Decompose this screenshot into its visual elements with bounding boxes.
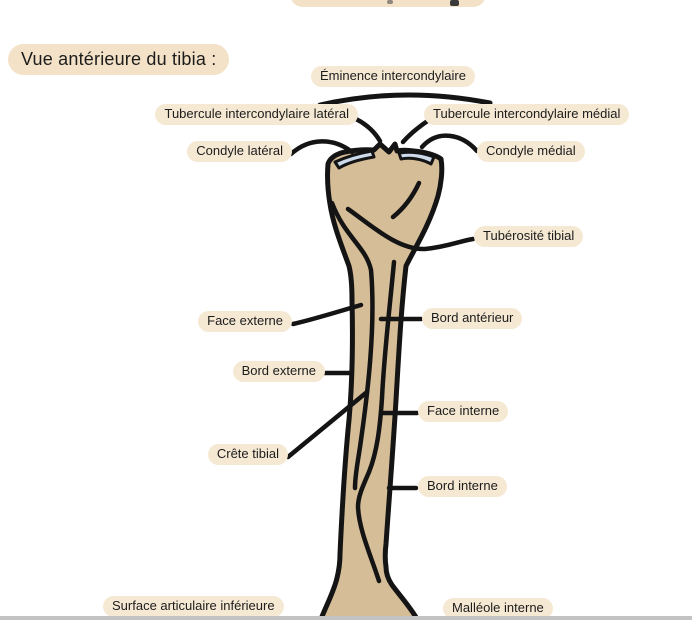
pointer-tubercule-medial (400, 117, 432, 145)
articular-surface-right (397, 150, 436, 166)
label-condyle-lateral: Condyle latéral (187, 141, 292, 162)
label-crete-tibial: Crête tibial (207, 444, 288, 465)
label-bord-externe: Bord externe (232, 361, 325, 382)
label-eminence-intercondylaire: Éminence intercondylaire (311, 66, 475, 87)
label-face-externe: Face externe (198, 311, 292, 332)
label-tubercule-intercondylaire-medial: Tubercule intercondylaire médial (424, 104, 630, 125)
label-malleole-interne: Malléole interne (443, 598, 553, 619)
pointer-face-externe (290, 302, 364, 327)
articular-surface-left (333, 149, 376, 170)
pointer-crete (285, 389, 370, 460)
pointer-tuberosite (345, 206, 476, 252)
interior-ridge-lines (329, 180, 422, 584)
label-face-interne: Face interne (418, 401, 509, 422)
label-tuberosite-tibial: Tubérosité tibial (474, 226, 584, 247)
cropped-title-text-remnant (387, 0, 393, 4)
bottom-edge-bar (0, 616, 692, 620)
label-bord-anterieur: Bord antérieur (422, 308, 523, 329)
label-tubercule-intercondylaire-lateral: Tubercule intercondylaire latéral (155, 104, 358, 125)
label-bord-interne: Bord interne (418, 476, 507, 497)
pointer-condyle-medial (419, 133, 480, 154)
pointer-condyle-lateral (288, 139, 355, 157)
label-condyle-medial: Condyle médial (477, 141, 585, 162)
pointer-tubercule-lateral (353, 116, 383, 144)
view-heading: Vue antérieure du tibia : (8, 44, 230, 75)
pointer-lines (285, 92, 493, 491)
cropped-title-text-remnant (450, 0, 459, 6)
label-surface-articulaire-inferieure: Surface articulaire inférieure (103, 596, 284, 617)
pointer-eminence (317, 92, 493, 108)
